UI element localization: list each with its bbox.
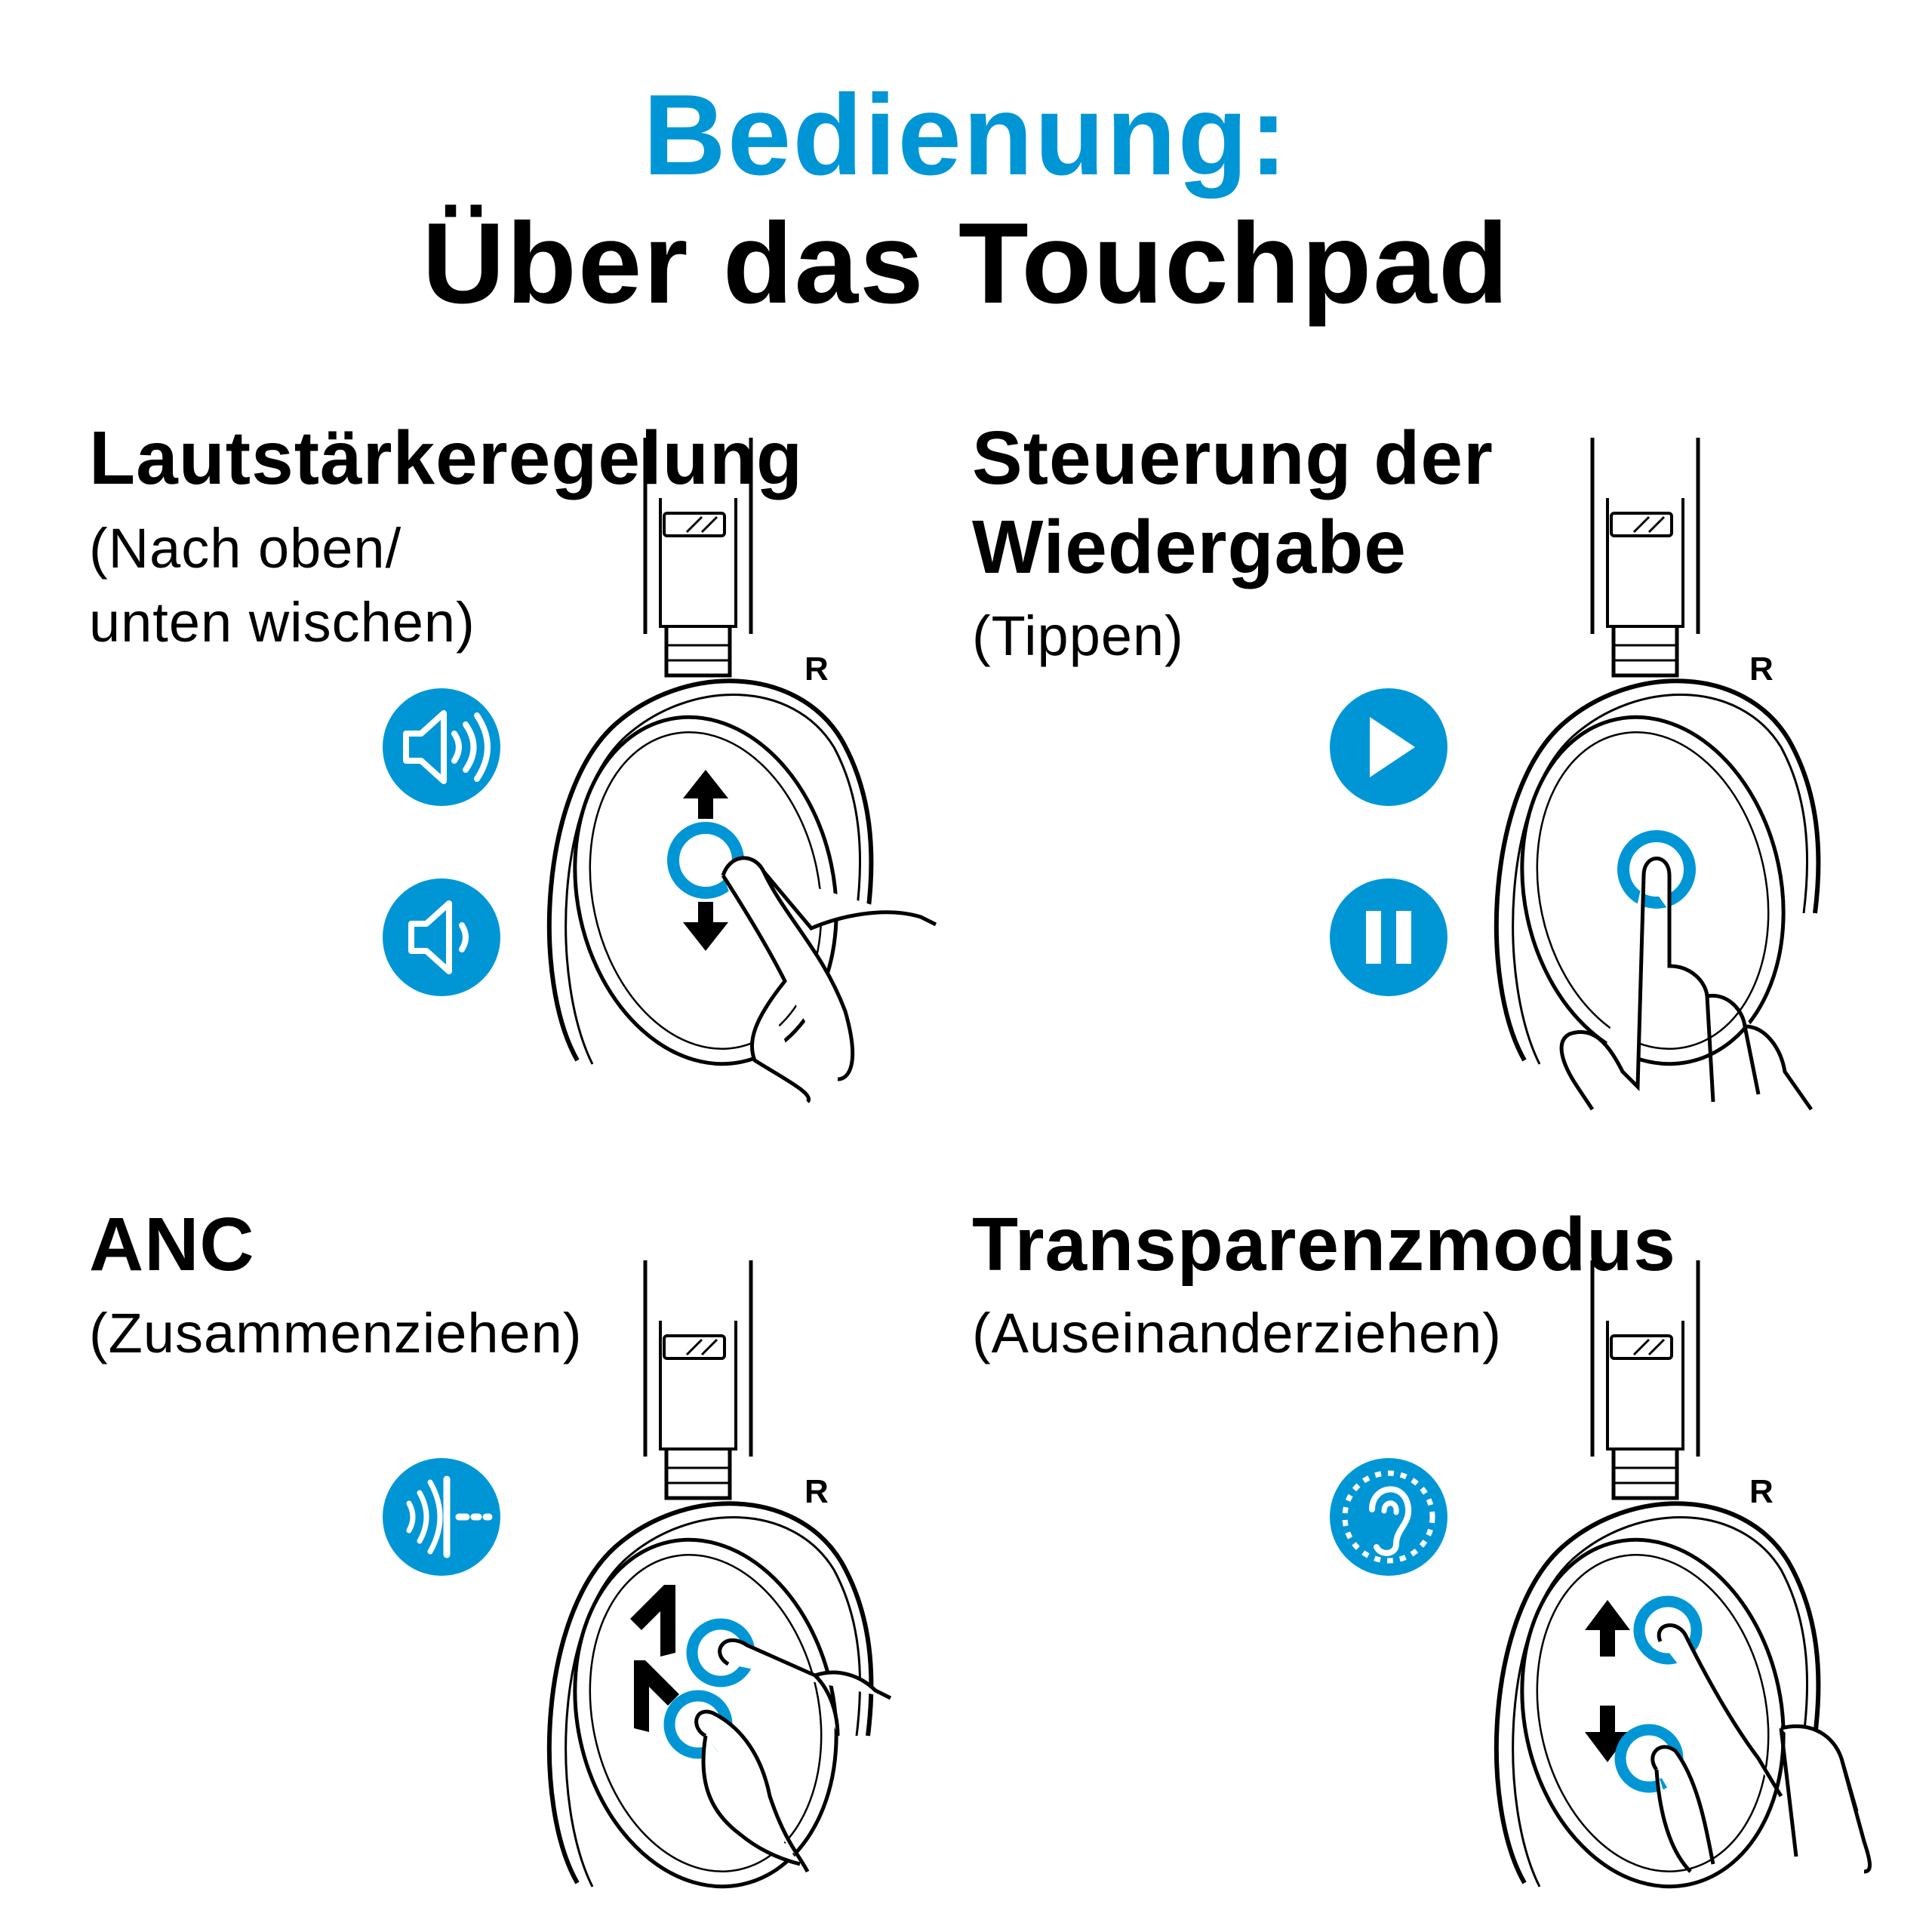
volume-section-title: Lautstärkeregelung [89, 416, 804, 500]
page-title: Bedienung: [643, 71, 1289, 199]
anc-section-subtitle: (Zusammenziehen) [89, 1302, 583, 1364]
page-subtitle: Über das Touchpad [422, 199, 1510, 328]
anc-right-side-label: R [804, 1473, 829, 1510]
playback-headphone-illustration [1491, 438, 1818, 1111]
touch-point-ring-upper [1633, 1595, 1703, 1665]
arrow-spread-down-icon [1585, 1706, 1630, 1762]
playback-section-subtitle: (Tippen) [972, 605, 1184, 667]
hand-illustration [694, 1638, 892, 1873]
transparency-section-subtitle: (Auseinanderziehen) [972, 1302, 1502, 1364]
arrow-spread-up-icon [1585, 1600, 1630, 1657]
arrow-pinch-down-icon [630, 1585, 675, 1657]
anc-icon [383, 1458, 500, 1576]
hand-illustration [1559, 857, 1814, 1111]
pause-icon [1330, 878, 1447, 996]
hand-illustration [1651, 1623, 1872, 1874]
transparency-ear-icon [1330, 1458, 1447, 1576]
anc-headphone-illustration [543, 1260, 892, 1911]
arrow-pinch-up-icon [634, 1660, 679, 1732]
arrow-down-icon [683, 902, 728, 951]
volume-headphone-illustration [543, 438, 937, 1103]
transparency-headphone-illustration [1491, 1260, 1872, 1911]
arrow-up-icon [683, 770, 728, 819]
transparency-right-side-label: R [1749, 1473, 1774, 1510]
volume-up-icon [383, 688, 500, 806]
transparency-section-title: Transparenzmodus [972, 1202, 1676, 1287]
playback-right-side-label: R [1749, 651, 1774, 688]
volume-section-subtitle-line1: (Nach oben/ [89, 517, 402, 580]
touch-point-ring [1617, 830, 1696, 909]
anc-section-title: ANC [89, 1202, 255, 1287]
volume-right-side-label: R [804, 651, 829, 688]
play-icon [1330, 688, 1447, 806]
volume-down-icon [383, 878, 500, 996]
volume-section-subtitle-line2: unten wischen) [89, 591, 475, 654]
playback-section-title-line1: Steuerung der [972, 416, 1494, 500]
hand-illustration [721, 856, 937, 1103]
playback-section-title-line2: Wiedergabe [972, 505, 1407, 589]
